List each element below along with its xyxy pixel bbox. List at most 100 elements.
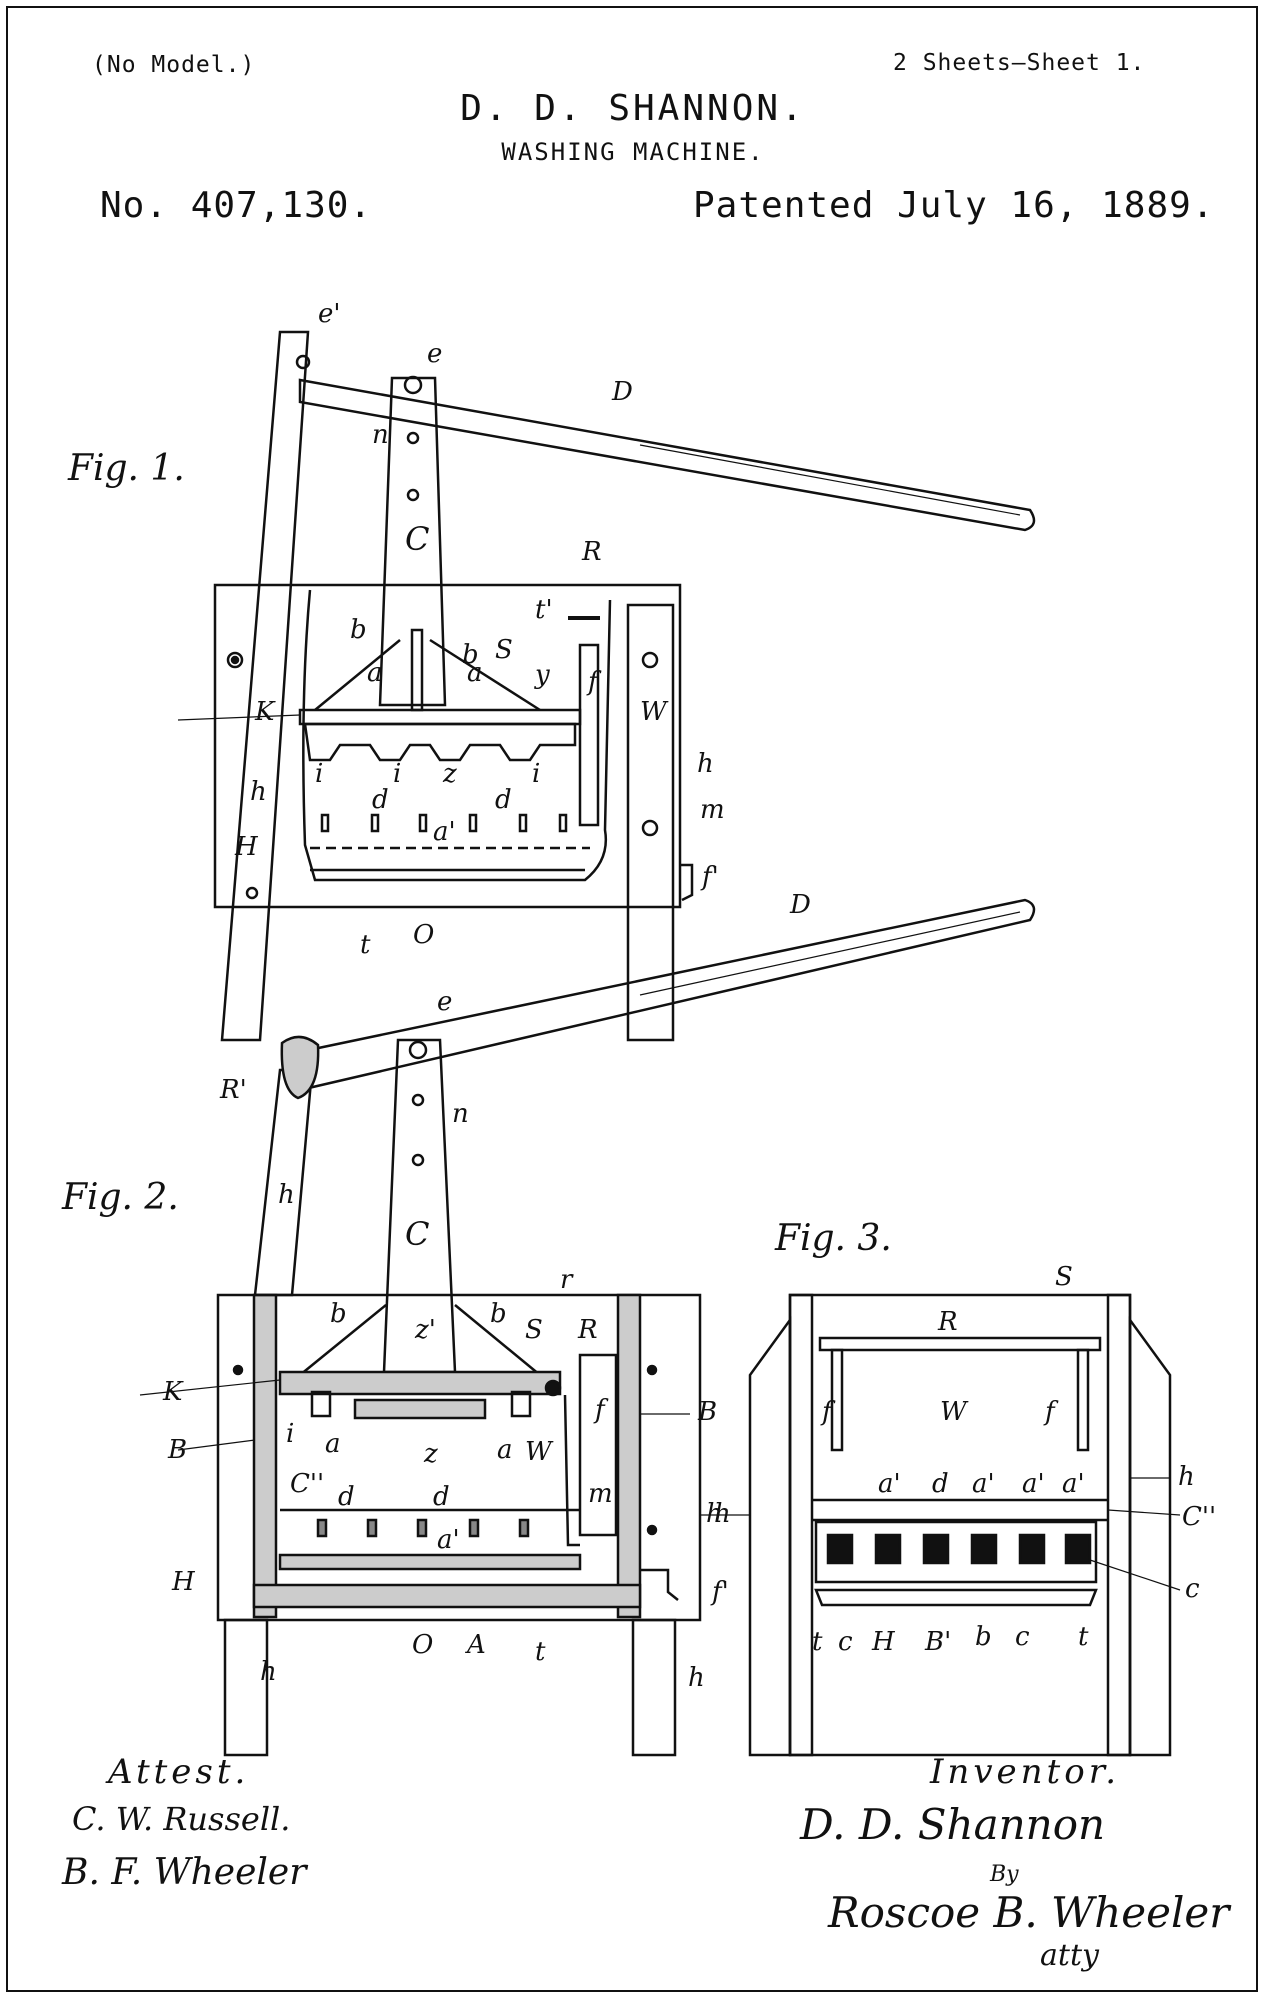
label-S-fig2: S: [525, 1315, 543, 1345]
label-n-fig2: n: [452, 1099, 469, 1129]
fig3-wall-right: [1106, 1293, 1132, 1757]
inventor-label: Inventor.: [930, 1752, 1121, 1792]
label-C-dprime-fig3: C'': [1182, 1502, 1216, 1532]
invention-title: WASHING MACHINE.: [501, 138, 765, 166]
label-c-mid-fig3: c: [1015, 1622, 1030, 1652]
label-a-prime-fig3-1: a': [878, 1469, 901, 1499]
label-C-fig1: C: [405, 520, 429, 558]
label-f-fig2: f: [593, 1395, 609, 1425]
fig1-bolt-left: [226, 651, 244, 669]
label-A-fig2: A: [465, 1630, 486, 1660]
label-K-fig1: K: [254, 697, 276, 727]
fig1-bolt-right-top: [641, 651, 659, 669]
fig2-caption: Fig. 2.: [62, 1177, 179, 1218]
fig1-plunger: [378, 376, 447, 707]
label-d-fig3: d: [932, 1469, 949, 1499]
fig1-slats: [320, 813, 568, 833]
fig2-rivet-2: [411, 1153, 425, 1167]
fig3-post-right: [1076, 1348, 1090, 1452]
label-h-upper-fig2: h: [278, 1180, 295, 1210]
label-h-right-fig2: h: [706, 1499, 723, 1529]
fig1-bolt-leg: [245, 886, 259, 900]
label-m-fig1: m: [700, 795, 725, 825]
model-note: (No Model.): [92, 52, 256, 78]
fig1-rivet-2: [406, 488, 420, 502]
label-n-fig1: n: [372, 420, 389, 450]
label-d-right-fig2: d: [433, 1482, 450, 1512]
fig2-plate-K: [278, 1370, 562, 1396]
label-r-fig2: r: [560, 1265, 574, 1295]
label-D-fig1: D: [611, 377, 633, 407]
fig1-right-leg: [626, 603, 675, 1042]
fig1-inner-tub: [302, 589, 612, 882]
fig2-faucet: [640, 1568, 679, 1601]
witness-signature-2: B. F. Wheeler: [62, 1852, 307, 1893]
fig1-bolt-right-bottom: [641, 819, 659, 837]
label-t-fig1: t: [360, 930, 371, 960]
fig2-rubber-left: [310, 1390, 332, 1418]
fig2-rubber-z: [353, 1398, 487, 1420]
label-a-prime-fig2: a': [437, 1525, 460, 1555]
fig2-false-bottom-H: [278, 1553, 582, 1571]
fig3-rail-R: [818, 1336, 1102, 1352]
label-c-right-fig3: c: [1185, 1574, 1200, 1604]
fig2-tub-outline: [216, 1293, 702, 1622]
fig2-lever-end-R-prime: [280, 1035, 320, 1100]
label-z-prime-fig2: z': [414, 1315, 436, 1345]
label-H-fig2: H: [171, 1567, 196, 1597]
fig2-roller-r: [544, 1379, 562, 1397]
fig3-left-leg: [748, 1316, 792, 1757]
label-a-left-fig1: a: [367, 658, 383, 688]
label-a-prime-fig3-2: a': [972, 1469, 995, 1499]
label-d-left-fig2: d: [338, 1482, 355, 1512]
label-O-fig2: O: [412, 1630, 433, 1660]
label-z-fig2: z: [423, 1439, 438, 1469]
label-a-left-fig2: a: [325, 1429, 341, 1459]
label-W-fig2: W: [525, 1437, 554, 1467]
label-t-prime-fig1: t': [535, 595, 553, 625]
fig2-lever: [283, 898, 1036, 1092]
label-R-fig3: R: [937, 1307, 958, 1337]
label-b-left-fig2: b: [330, 1299, 347, 1329]
label-a-prime-fig1: a': [433, 817, 456, 847]
drawing-labels: e' e D n C R t' b b S a a y f K W i i z …: [162, 299, 1216, 1693]
fig3-post-left: [830, 1348, 844, 1452]
fig2-bolt-right-bottom: [646, 1524, 658, 1536]
label-c-left-fig3: c: [838, 1627, 853, 1657]
fig1-brace-left: [314, 639, 401, 711]
label-h-lower-right-fig2: h: [688, 1663, 705, 1693]
sheet-note: 2 Sheets—Sheet 1.: [893, 50, 1146, 76]
label-f-prime-fig1: f': [700, 862, 719, 892]
fig1-lever: [298, 378, 1036, 532]
fig2-brace-right: [454, 1304, 541, 1376]
label-C-dprime-fig2: C'': [290, 1469, 324, 1499]
fig2-slats: [316, 1518, 530, 1538]
label-f-left-fig3: f: [820, 1397, 836, 1427]
label-f-fig1: f: [586, 667, 602, 697]
label-e-fig1: e: [427, 339, 442, 369]
fig2-left-leg-lower: [223, 1618, 269, 1757]
label-a-right-fig2: a: [497, 1435, 513, 1465]
label-W-fig1: W: [640, 697, 669, 727]
fig3-rubber-blocks: [826, 1533, 1092, 1565]
label-z-fig1: z: [442, 759, 457, 789]
patent-date: Patented July 16, 1889.: [693, 185, 1215, 226]
fig2-bolt-right-top: [646, 1364, 658, 1376]
label-f-prime-fig2: f': [710, 1577, 729, 1607]
label-i-fig2: i: [286, 1419, 294, 1449]
label-i-fig1-2: i: [393, 759, 401, 789]
attorney-suffix: atty: [1040, 1938, 1099, 1973]
fig2-wall-left: [252, 1293, 278, 1619]
fig2-bottom-A: [252, 1583, 642, 1609]
fig1-brace-right: [429, 638, 541, 712]
label-f-right-fig3: f: [1043, 1397, 1059, 1427]
fig1-plate-K: [298, 708, 582, 726]
fig1-rubbers: [303, 722, 577, 762]
inventor-signature: D. D. Shannon: [800, 1800, 1106, 1849]
fig1-center-rod: [410, 628, 424, 712]
fig1-faucet: [680, 863, 694, 902]
page-border: [6, 6, 1258, 1992]
fig2-rivet-1: [411, 1093, 425, 1107]
fig3-bottom: [814, 1588, 1098, 1607]
